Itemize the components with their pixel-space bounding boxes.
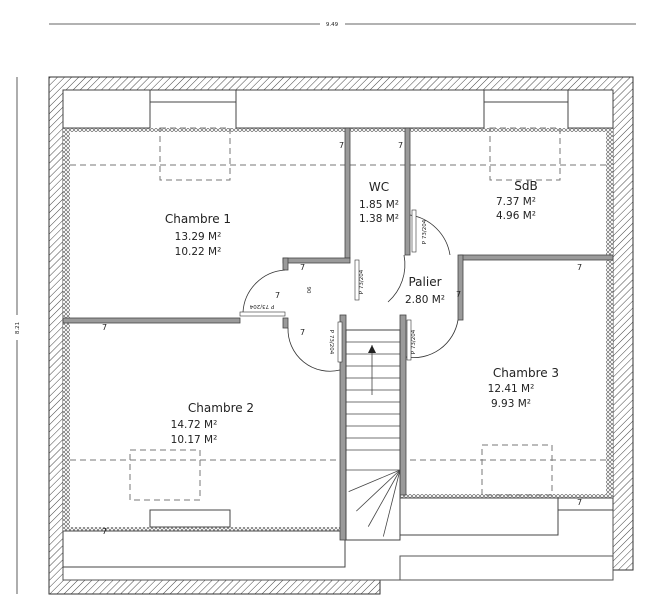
svg-text:1.38 M²: 1.38 M²: [359, 213, 399, 225]
svg-text:Chambre 2: Chambre 2: [188, 401, 254, 415]
passage-width-label: 90: [305, 287, 311, 294]
svg-text:Chambre 1: Chambre 1: [165, 212, 231, 226]
low-ceiling-zone: [62, 530, 346, 568]
svg-text:10.22 M²: 10.22 M²: [175, 246, 222, 258]
svg-text:7: 7: [456, 290, 461, 299]
svg-text:7: 7: [102, 527, 107, 536]
height-label: 8.21: [15, 322, 21, 334]
svg-text:WC: WC: [369, 180, 389, 194]
staircase: [345, 329, 401, 541]
room-sdb: SdB 7.37 M² 4.96 M²: [496, 179, 538, 222]
wall-labels: 7 7 7 7 7 7 7 7 7 7: [102, 141, 582, 536]
svg-text:Palier: Palier: [408, 275, 441, 289]
room-chambre-3: Chambre 3 12.41 M² 9.93 M²: [488, 366, 559, 410]
insulation-top: [63, 128, 613, 132]
svg-text:7: 7: [577, 498, 582, 507]
room-chambre-1: Chambre 1 13.29 M² 10.22 M²: [165, 212, 231, 258]
svg-text:4.96 M²: 4.96 M²: [496, 210, 536, 222]
svg-text:7.37 M²: 7.37 M²: [496, 196, 536, 208]
svg-text:7: 7: [275, 291, 280, 300]
width-dimension: 9.49: [49, 22, 636, 28]
width-label: 9.49: [326, 22, 339, 28]
svg-text:12.41 M²: 12.41 M²: [488, 383, 535, 395]
svg-text:14.72 M²: 14.72 M²: [171, 419, 218, 431]
stair-direction-arrow-icon: [368, 345, 376, 353]
roof-window: [557, 497, 614, 511]
insulation-bottom-right: [400, 494, 613, 498]
interior-walls: [62, 127, 614, 541]
stair-winder: [348, 469, 401, 492]
door-label: P 73/204: [359, 269, 365, 294]
roof-window: [149, 89, 237, 103]
insulation-bottom-left: [63, 527, 345, 531]
height-dimension: 8.21: [15, 77, 21, 594]
svg-text:2.80 M²: 2.80 M²: [405, 294, 445, 306]
svg-text:7: 7: [339, 141, 344, 150]
door-label: P 73/204: [422, 219, 428, 244]
room-chambre-2: Chambre 2 14.72 M² 10.17 M²: [171, 401, 254, 446]
doors: P 73/204 P 73/204 P 73/204 P 73/204 P 73…: [239, 209, 459, 372]
svg-text:SdB: SdB: [514, 179, 537, 193]
svg-text:1.85 M²: 1.85 M²: [359, 199, 399, 211]
insulation-right: [606, 130, 613, 495]
roof-window: [483, 89, 569, 103]
stair-winder: [382, 469, 401, 537]
door-label: P 73/204: [328, 330, 334, 355]
room-palier: Palier 2.80 M²: [405, 275, 445, 306]
svg-text:Chambre 3: Chambre 3: [493, 366, 559, 380]
low-ceiling-zone: [62, 89, 151, 129]
svg-text:7: 7: [102, 323, 107, 332]
storage-box: [235, 89, 485, 129]
roof-window: [149, 509, 231, 528]
insulation-left: [63, 130, 70, 530]
door-label: P 73/204: [249, 303, 274, 309]
svg-text:13.29 M²: 13.29 M²: [175, 231, 222, 243]
low-ceiling-zone: [399, 497, 559, 536]
svg-text:7: 7: [577, 263, 582, 272]
stair-winder: [356, 469, 401, 512]
svg-text:9.93 M²: 9.93 M²: [491, 398, 531, 410]
svg-text:10.17 M²: 10.17 M²: [171, 434, 218, 446]
svg-text:7: 7: [398, 141, 403, 150]
low-ceiling-zone: [567, 89, 614, 129]
room-wc: WC 1.85 M² 1.38 M²: [359, 180, 399, 225]
svg-text:7: 7: [300, 263, 305, 272]
stair-winder: [367, 469, 401, 527]
svg-text:7: 7: [300, 328, 305, 337]
door-label: P 73/204: [411, 329, 417, 354]
